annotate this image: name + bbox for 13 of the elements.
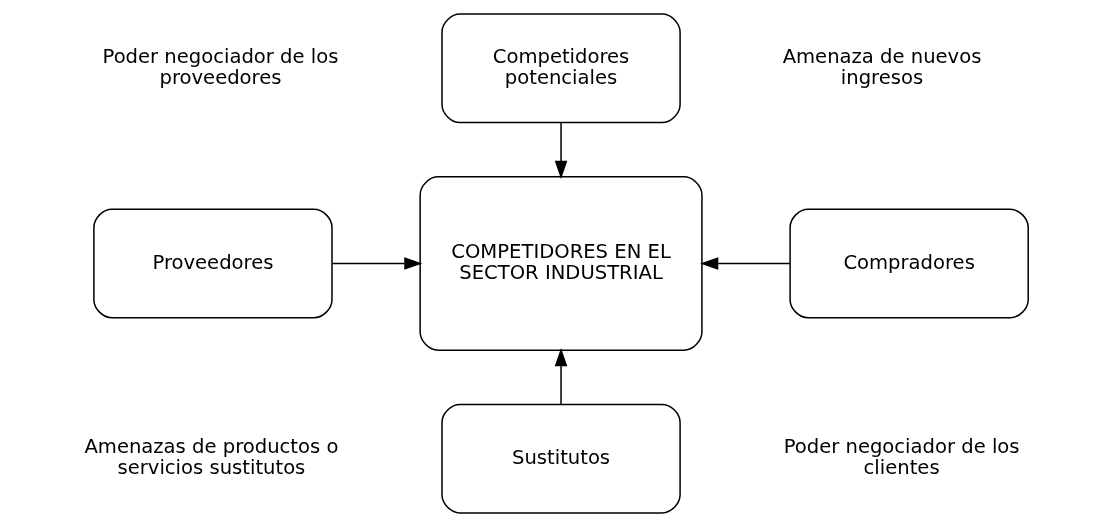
label: Poder negociador de los clientes [783,435,1020,480]
node-box: Proveedores [92,208,333,319]
arrow [699,257,791,270]
arrow [554,122,567,179]
arrow [554,348,567,405]
arrow [331,257,422,270]
node-box: Sustitutos [440,403,681,514]
label: Amenaza de nuevos ingresos [782,44,981,90]
node-box: Compradores [788,208,1029,319]
node-box: COMPETIDORES EN EL SECTOR INDUSTRIAL [418,176,703,351]
label: Poder negociador de los proveedores [102,44,338,90]
label: Amenazas de productos o servicios sustitutos [83,435,338,480]
node-box: Competidores potenciales [440,13,681,124]
